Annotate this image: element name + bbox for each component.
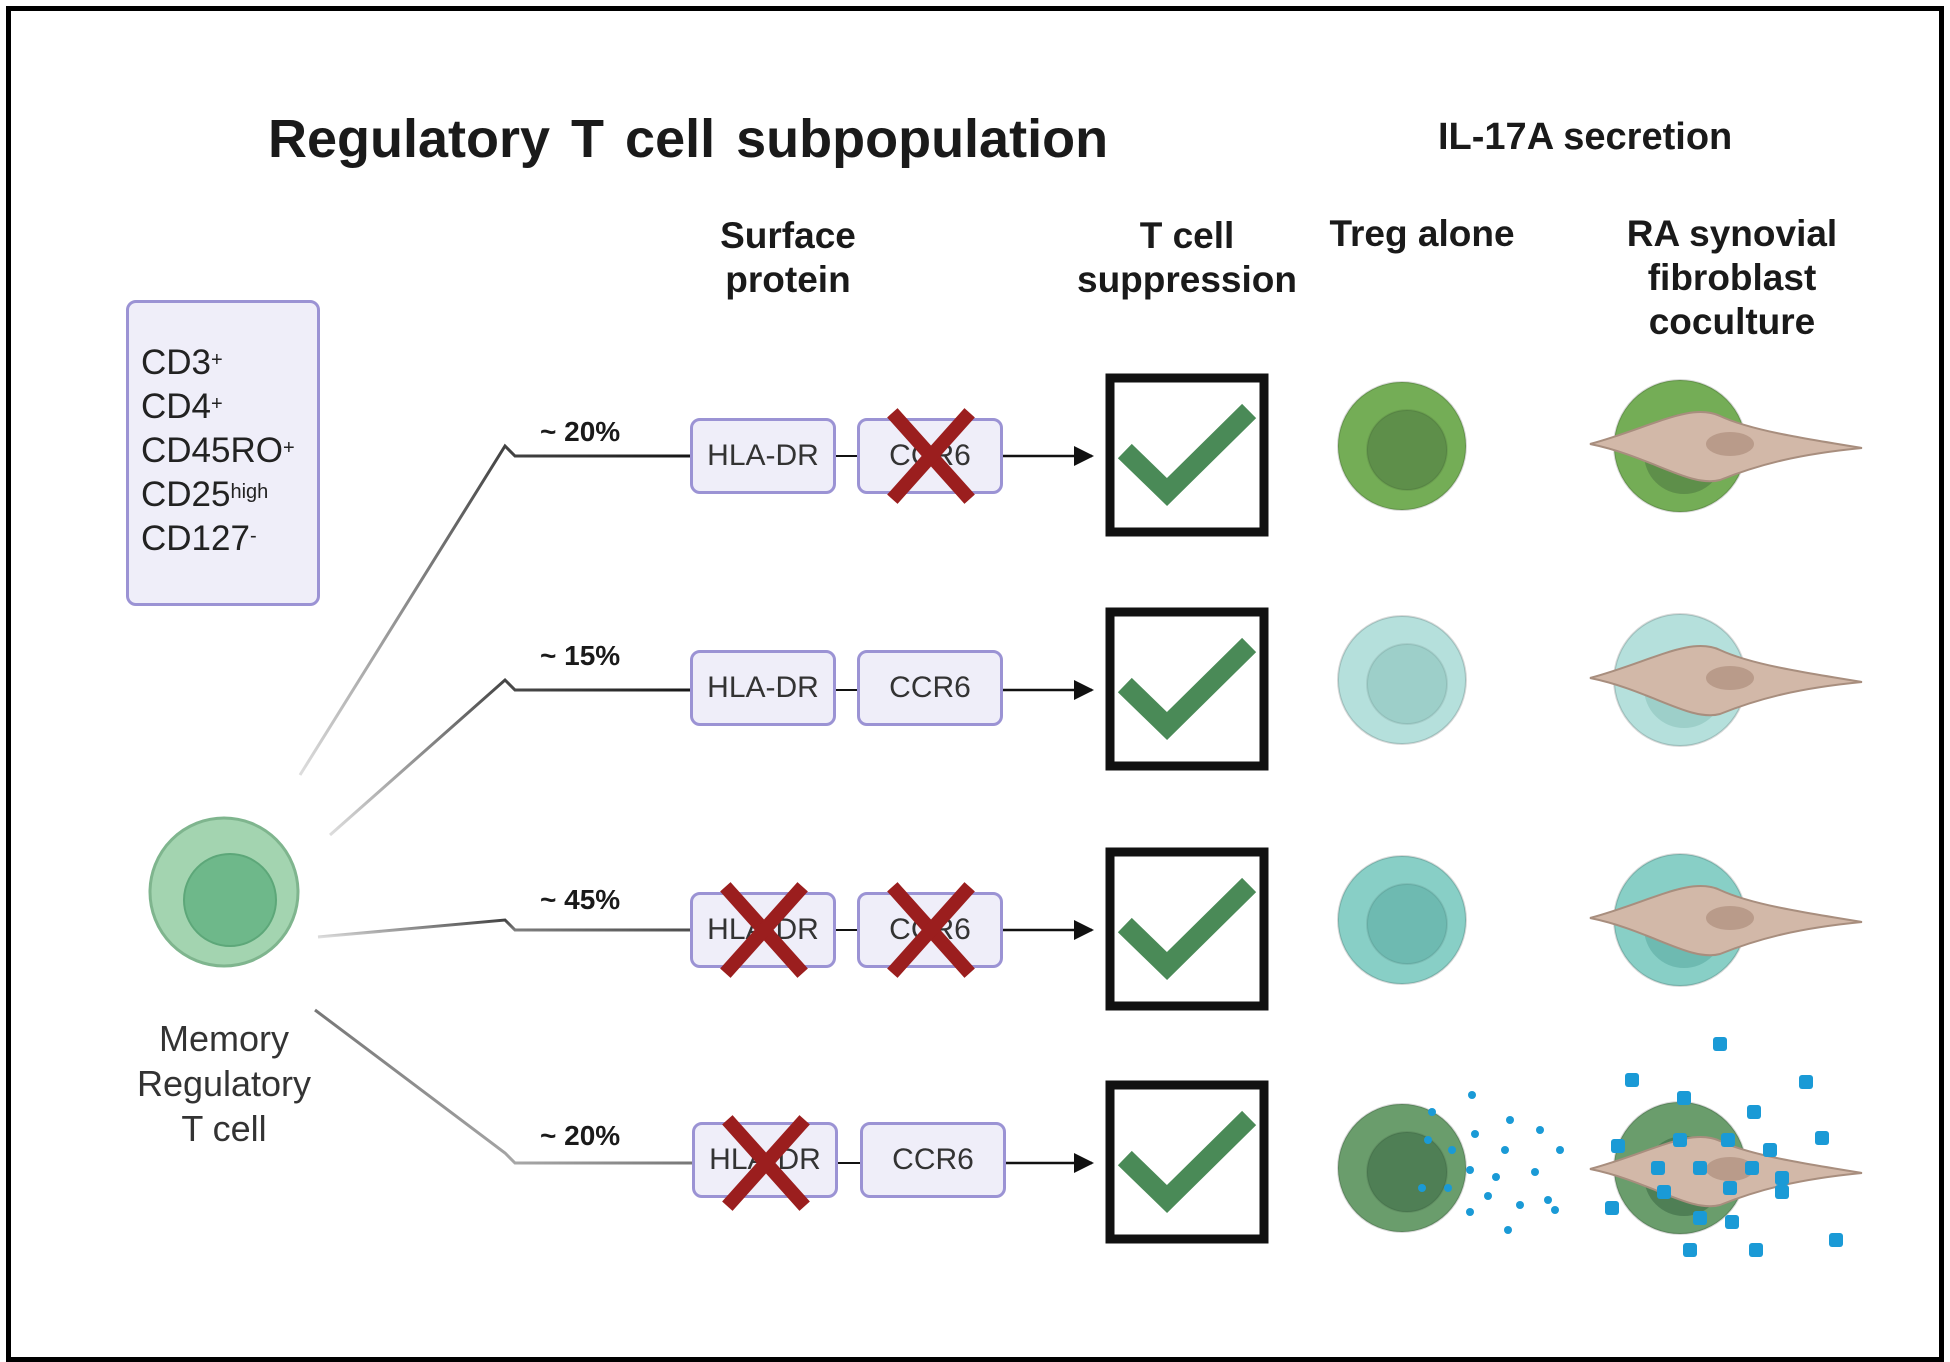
il17a-molecule [1775, 1185, 1789, 1199]
fibroblast-nucleus [1706, 432, 1754, 456]
hla-dr-label: HLA-DR [707, 439, 819, 472]
treg-cell-nucleus [1366, 643, 1448, 725]
subpop-2-percent: ~ 15% [540, 640, 621, 671]
il17a-dot [1484, 1192, 1492, 1200]
il17a-dot [1556, 1146, 1564, 1154]
t-cell-suppression-header: T cell suppression [1077, 215, 1297, 300]
check-mark-icon [1117, 877, 1257, 980]
il17a-dot [1424, 1136, 1432, 1144]
branch-line [314, 1008, 692, 1165]
marker-cd4: CD4+ [141, 387, 223, 426]
il17a-molecule [1799, 1075, 1813, 1089]
il17a-dot [1471, 1130, 1479, 1138]
check-mark-icon [1117, 1110, 1257, 1213]
check-mark-icon [1117, 637, 1257, 740]
il17a-dot [1492, 1173, 1500, 1181]
il17a-dot [1444, 1184, 1452, 1192]
il17a-molecule [1829, 1233, 1843, 1247]
il17a-molecule [1683, 1243, 1697, 1257]
subpop-1-hla-dr-box: HLA-DR [690, 418, 836, 494]
il17a-dot [1536, 1126, 1544, 1134]
il17a-dot [1531, 1168, 1539, 1176]
treg-cell-nucleus [1366, 883, 1448, 965]
il17a-dot [1551, 1206, 1559, 1214]
marker-cd25: CD25high [141, 475, 269, 514]
treg-alone-header: Treg alone [1329, 213, 1515, 254]
marker-cd127: CD127- [141, 519, 257, 558]
il17a-dot [1466, 1208, 1474, 1216]
ccr6-label: CCR6 [892, 1143, 974, 1176]
fibroblast-nucleus [1706, 666, 1754, 690]
marker-cd45ro: CD45RO+ [141, 431, 295, 470]
il17a-dot [1428, 1108, 1436, 1116]
il17a-molecule [1775, 1171, 1789, 1185]
marker-cd3: CD3+ [141, 343, 223, 382]
fibroblast-nucleus [1706, 906, 1754, 930]
il17a-molecule [1725, 1215, 1739, 1229]
il17a-molecule [1745, 1161, 1759, 1175]
treg-cell-nucleus [1366, 1131, 1448, 1213]
il17a-dot [1544, 1196, 1552, 1204]
hla-dr-label: HLA-DR [709, 1143, 821, 1176]
il17a-secretion-header: IL-17A secretion [1438, 116, 1733, 158]
il17a-molecule [1605, 1201, 1619, 1215]
il17a-dot [1468, 1091, 1476, 1099]
il17a-molecule [1673, 1133, 1687, 1147]
check-mark-icon [1117, 403, 1257, 506]
subpop-1-ccr6-box: CCR6 [857, 418, 1003, 494]
ccr6-label: CCR6 [889, 671, 971, 704]
branch-line [298, 443, 690, 776]
il17a-molecule [1693, 1161, 1707, 1175]
il17a-molecule [1611, 1139, 1625, 1153]
hla-dr-label: HLA-DR [707, 671, 819, 704]
subpop-3-hla-dr-box: HLA-DR [690, 892, 836, 968]
il17a-molecule [1721, 1133, 1735, 1147]
page-title: Regulatory T cell subpopulation [268, 109, 1109, 169]
il17a-dot [1506, 1116, 1514, 1124]
fibroblast-nucleus [1706, 1157, 1754, 1181]
surface-protein-header: Surface protein [720, 215, 856, 300]
coculture-header: RA synovial fibroblast coculture [1626, 213, 1838, 342]
ccr6-label: CCR6 [889, 439, 971, 472]
il17a-dot [1418, 1184, 1426, 1192]
hla-dr-label: HLA-DR [707, 913, 819, 946]
treg-cell-nucleus [1366, 409, 1448, 491]
subpop-2-ccr6-box: CCR6 [857, 650, 1003, 726]
subpop-3-percent: ~ 45% [540, 884, 621, 915]
il17a-dot [1516, 1201, 1524, 1209]
il17a-dot [1466, 1166, 1474, 1174]
il17a-molecule [1651, 1161, 1665, 1175]
il17a-molecule [1747, 1105, 1761, 1119]
il17a-dot [1448, 1146, 1456, 1154]
marker-box: CD3+ CD4+ CD45RO+ CD25high CD127- [126, 300, 320, 606]
il17a-molecule [1713, 1037, 1727, 1051]
subpop-2-hla-dr-box: HLA-DR [690, 650, 836, 726]
subpop-4-ccr6-box: CCR6 [860, 1122, 1006, 1198]
il17a-molecule [1749, 1243, 1763, 1257]
il17a-dot [1504, 1226, 1512, 1234]
il17a-molecule [1763, 1143, 1777, 1157]
branch-line [329, 677, 690, 837]
ccr6-label: CCR6 [889, 913, 971, 946]
il17a-molecule [1815, 1131, 1829, 1145]
il17a-molecule [1693, 1211, 1707, 1225]
memory-cell-nucleus [183, 853, 277, 947]
il17a-molecule [1723, 1181, 1737, 1195]
subpop-1-percent: ~ 20% [540, 416, 621, 447]
il17a-molecule [1677, 1091, 1691, 1105]
branch-line [317, 918, 690, 939]
memory-treg-label: Memory Regulatory T cell [136, 1018, 312, 1149]
subpop-4-hla-dr-box: HLA-DR [692, 1122, 838, 1198]
il17a-molecule [1625, 1073, 1639, 1087]
subpop-3-ccr6-box: CCR6 [857, 892, 1003, 968]
il17a-molecule [1657, 1185, 1671, 1199]
subpop-4-percent: ~ 20% [540, 1120, 621, 1151]
il17a-dot [1501, 1146, 1509, 1154]
